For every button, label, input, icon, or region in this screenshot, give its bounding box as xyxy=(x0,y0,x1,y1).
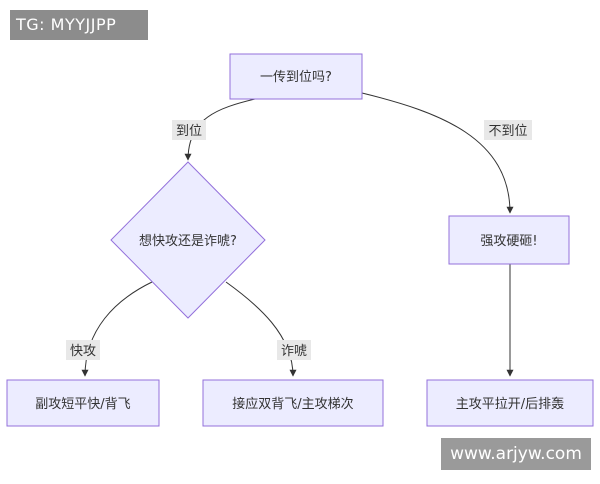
node-bluff-result: 接应双背飞/主攻梯次 xyxy=(202,379,384,427)
watermark-top-left: TG: MYYJJPP xyxy=(10,10,148,40)
edge-label-good-pass: 到位 xyxy=(172,120,206,140)
edge-start-to-decision xyxy=(184,98,256,161)
watermark-bottom-right: www.arjyw.com xyxy=(441,438,591,470)
edge-label-quick: 快攻 xyxy=(66,340,100,360)
edge-label-bad-pass-text: 不到位 xyxy=(488,124,527,139)
edge-decision-to-quick xyxy=(81,281,153,377)
node-start: 一传到位吗? xyxy=(229,53,363,100)
node-quick-attack-label: 副攻短平快/背飞 xyxy=(35,397,130,412)
node-spread-label: 主攻平拉开/后排轰 xyxy=(456,396,564,412)
node-decision-label: 想快攻还是诈唬? xyxy=(139,233,237,249)
edge-label-bad-pass: 不到位 xyxy=(484,120,532,140)
node-spread: 主攻平拉开/后排轰 xyxy=(426,379,594,427)
edge-decision-to-bluff xyxy=(225,281,297,377)
edge-label-good-pass-text: 到位 xyxy=(176,124,202,139)
node-decision: 想快攻还是诈唬? xyxy=(110,161,266,319)
edge-start-to-strong-attack xyxy=(361,92,514,214)
edge-label-quick-text: 快攻 xyxy=(70,344,96,359)
node-bluff-result-label: 接应双背飞/主攻梯次 xyxy=(232,396,353,412)
edge-label-bluff-text: 诈唬 xyxy=(281,344,307,359)
node-start-label: 一传到位吗? xyxy=(260,70,332,85)
edge-label-bluff: 诈唬 xyxy=(277,340,311,360)
node-strong-attack-label: 强攻硬砸! xyxy=(480,234,537,249)
node-strong-attack: 强攻硬砸! xyxy=(448,215,570,265)
node-quick-attack: 副攻短平快/背飞 xyxy=(6,379,160,427)
